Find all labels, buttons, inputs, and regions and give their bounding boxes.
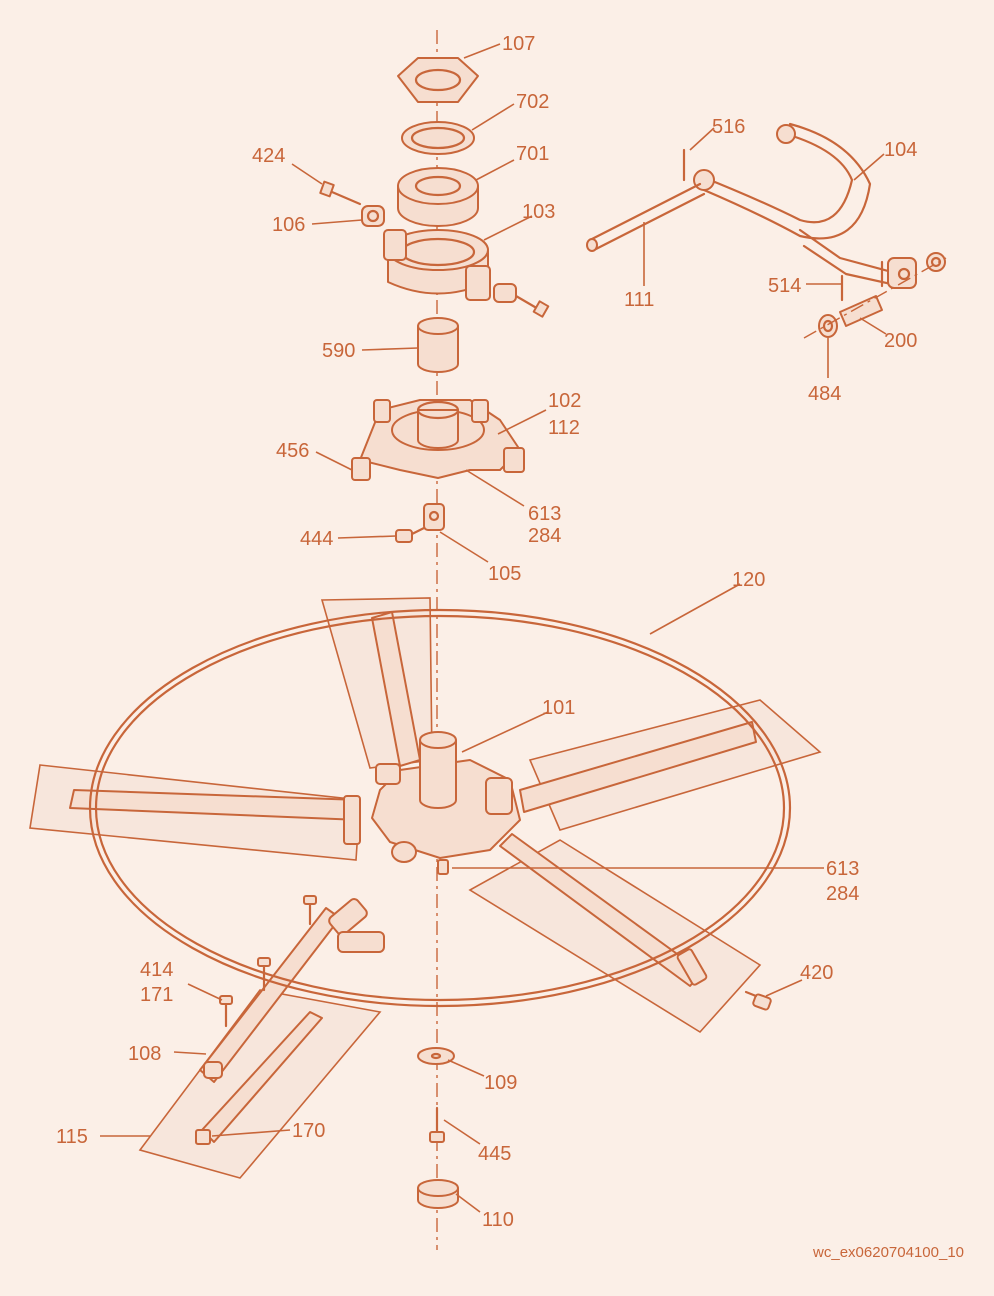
callout-170: 170 <box>292 1120 325 1142</box>
callout-284-upper: 284 <box>528 525 561 547</box>
callout-107: 107 <box>502 33 535 55</box>
callout-590: 590 <box>322 340 355 362</box>
part-107-hex-nut <box>397 57 479 103</box>
callout-420: 420 <box>800 962 833 984</box>
callout-702: 702 <box>516 91 549 113</box>
callout-101: 101 <box>542 697 575 719</box>
drawing-reference: wc_ex0620704100_10 <box>813 1244 964 1261</box>
part-702-seal-ring <box>401 121 475 155</box>
part-414-bolt <box>219 895 317 1028</box>
part-613-lower-screw <box>437 859 449 875</box>
callout-105: 105 <box>488 563 521 585</box>
callout-516: 516 <box>712 116 745 138</box>
part-444-screw <box>395 526 426 543</box>
trowel-blades <box>29 597 822 1179</box>
part-108-clamp <box>203 898 385 1079</box>
callout-171: 171 <box>140 984 173 1006</box>
callout-106: 106 <box>272 214 305 236</box>
callout-701: 701 <box>516 143 549 165</box>
callout-102: 102 <box>548 390 581 412</box>
callout-108: 108 <box>128 1043 161 1065</box>
part-111-handle-rod <box>586 182 706 252</box>
callout-414: 414 <box>140 959 173 981</box>
callout-115: 115 <box>56 1126 88 1148</box>
callout-110: 110 <box>482 1209 514 1231</box>
part-120-guard-ring <box>88 608 792 1008</box>
callout-120: 120 <box>732 569 765 591</box>
handle-axis <box>803 257 947 339</box>
callout-labels: 107 702 701 424 106 103 590 102 112 456 … <box>56 33 917 1231</box>
part-484-washer <box>818 314 838 338</box>
callout-424: 424 <box>252 145 285 167</box>
part-590-sleeve <box>417 317 459 373</box>
callout-104: 104 <box>884 139 917 161</box>
part-105-clevis <box>423 503 445 531</box>
callout-514: 514 <box>768 275 801 297</box>
part-420-bolt <box>744 990 772 1011</box>
part-200-pin <box>839 295 883 327</box>
part-103-housing <box>383 229 491 301</box>
callout-284-lower: 284 <box>826 883 859 905</box>
callout-444: 444 <box>300 528 333 550</box>
callout-613-lower: 613 <box>826 858 859 880</box>
part-110-cap <box>417 1179 459 1209</box>
callout-613-upper: 613 <box>528 503 561 525</box>
part-514-pin <box>840 260 884 302</box>
callout-200: 200 <box>884 330 917 352</box>
callout-484: 484 <box>808 383 841 405</box>
part-109-washer <box>417 1047 455 1065</box>
part-424-bolt <box>319 180 362 206</box>
callout-445: 445 <box>478 1143 511 1165</box>
callout-103: 103 <box>522 201 555 223</box>
part-170-block <box>195 1129 211 1145</box>
leader-lines <box>100 43 887 1213</box>
part-103-side-bolt <box>493 283 550 318</box>
callout-112: 112 <box>548 417 580 439</box>
callout-109: 109 <box>484 1072 517 1094</box>
callout-456: 456 <box>276 440 309 462</box>
part-101-hub <box>371 731 521 863</box>
part-701-bearing <box>397 167 479 227</box>
callout-111: 111 <box>624 289 654 311</box>
part-106-bushing <box>361 205 385 227</box>
part-102-spider <box>351 399 525 481</box>
part-445-bolt <box>429 1106 445 1143</box>
part-arms <box>69 611 757 1143</box>
